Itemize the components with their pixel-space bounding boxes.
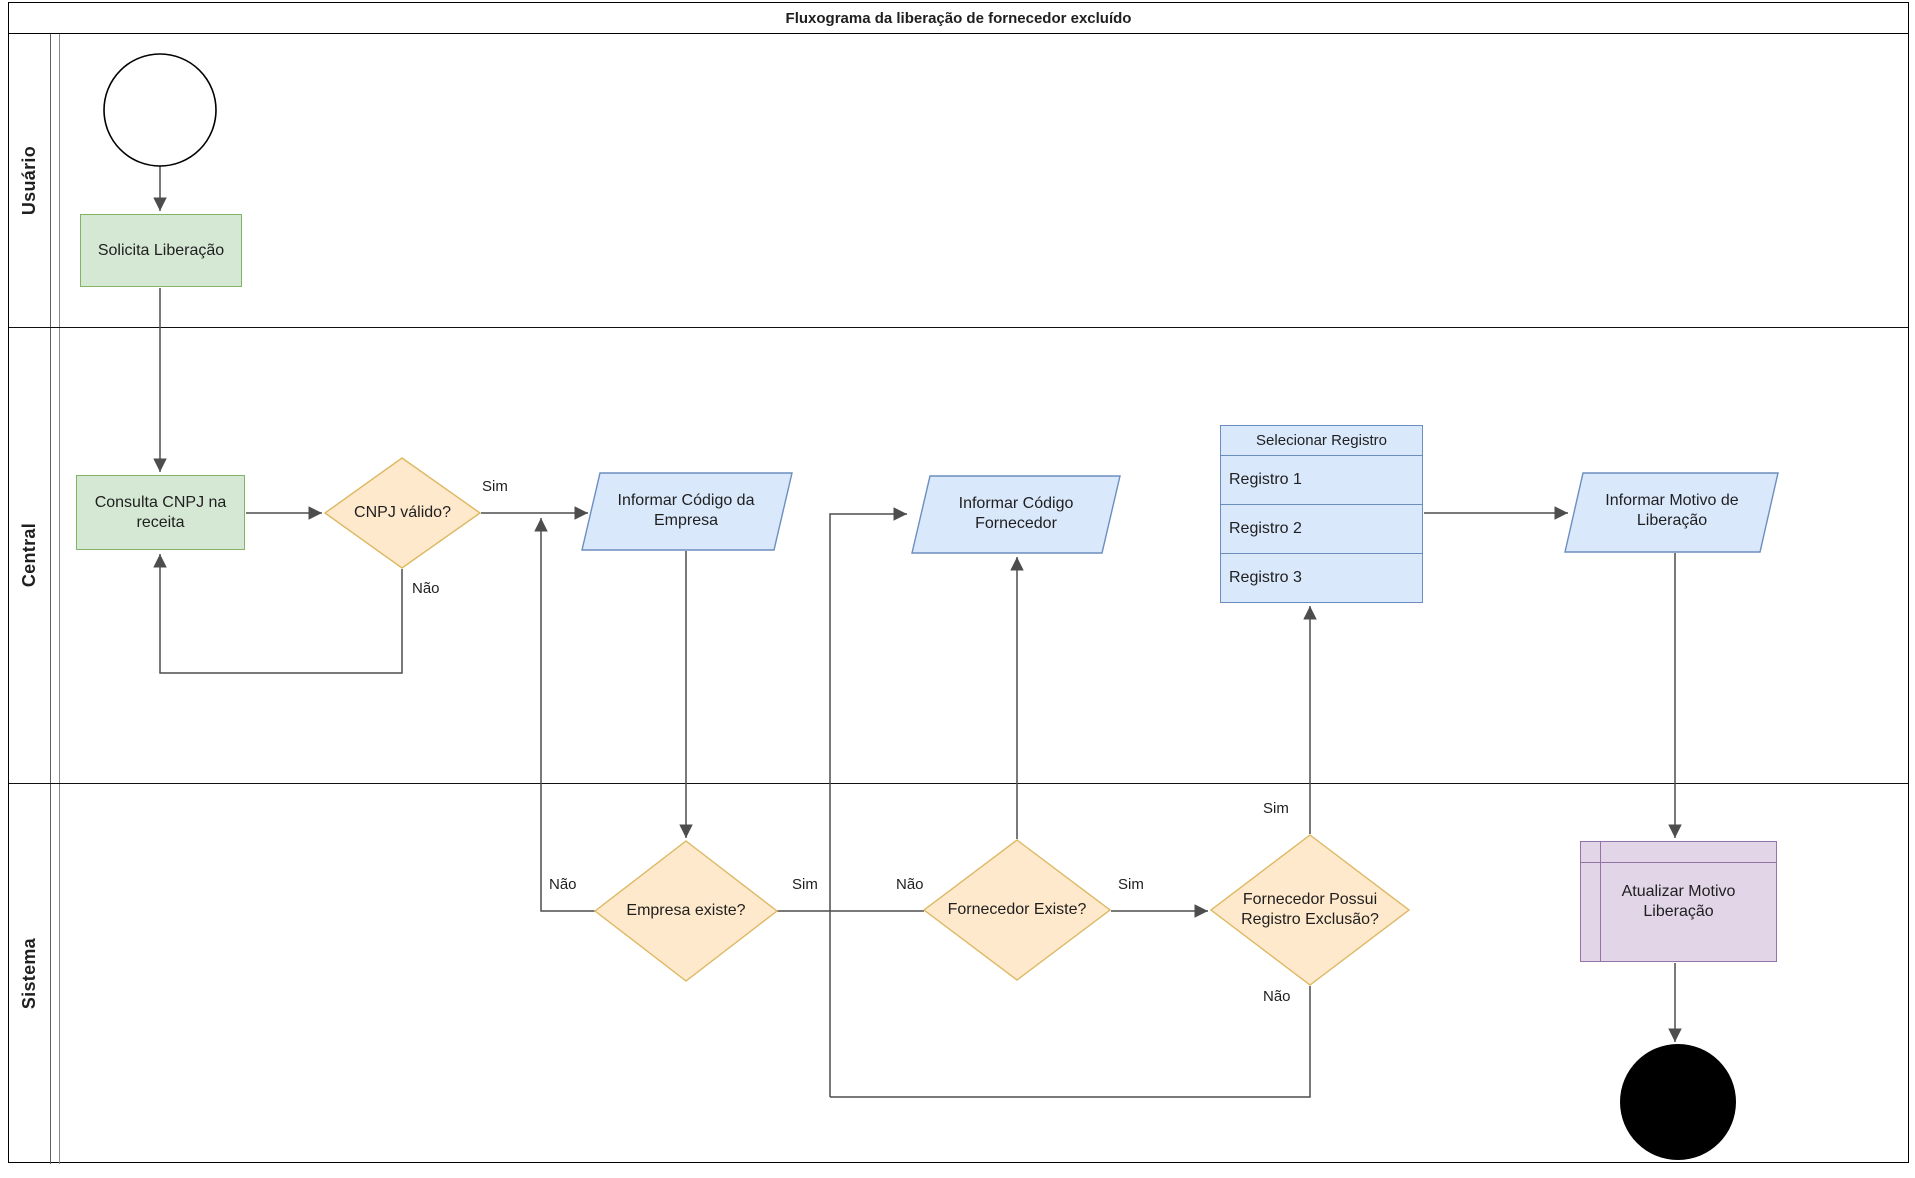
lane-spacer <box>51 328 60 783</box>
list-item-registro-2: Registro 2 <box>1221 505 1422 554</box>
decision-cnpj-valido <box>323 457 482 569</box>
edge-label-cnpj-sim: Sim <box>482 478 508 495</box>
list-selecionar-registro: Selecionar Registro Registro 1 Registro … <box>1220 425 1423 603</box>
decision-empresa-existe <box>593 840 779 982</box>
pool-title: Fluxograma da liberação de fornecedor ex… <box>9 3 1908 34</box>
subprocess-top-divider <box>1581 862 1776 863</box>
lane-central: Central <box>9 328 1908 784</box>
list-item-registro-3: Registro 3 <box>1229 569 1302 586</box>
edge-label-registro-nao: Não <box>1263 988 1291 1005</box>
decision-fornecedor-existe <box>922 839 1112 981</box>
io-informar-codigo-empresa <box>581 472 793 551</box>
task-consulta-cnpj: Consulta CNPJ na receita <box>76 475 245 550</box>
start-event-circle <box>103 53 217 167</box>
list-item-registro-1: Registro 1 <box>1221 456 1422 505</box>
lane-label-central: Central <box>9 328 51 783</box>
edge-registro-nao-loop <box>830 986 1311 1098</box>
edge-label-cnpj-nao: Não <box>412 580 440 597</box>
task-solicita-liberacao: Solicita Liberação <box>80 214 242 287</box>
lane-usuario: Usuário <box>9 34 1908 328</box>
subprocess-atualizar-motivo: Atualizar Motivo Liberação <box>1580 841 1777 962</box>
lane-label-usuario: Usuário <box>9 34 51 327</box>
edge-label-registro-sim: Sim <box>1263 800 1289 817</box>
subprocess-left-divider <box>1600 842 1601 961</box>
edge-junction-to-informar-fornecedor <box>829 507 907 1097</box>
edge-label-empresa-nao: Não <box>549 876 577 893</box>
io-informar-codigo-fornecedor <box>911 475 1121 554</box>
decision-fornecedor-possui-registro <box>1209 834 1411 986</box>
edge-label-fornecedor-sim: Sim <box>1118 876 1144 893</box>
list-header: Selecionar Registro <box>1221 426 1422 456</box>
lane-spacer <box>51 34 60 327</box>
lane-sistema: Sistema <box>9 784 1908 1164</box>
edge-label-empresa-sim: Sim <box>792 876 818 893</box>
edge-empresa-nao-loop <box>534 518 596 912</box>
edge-label-fornecedor-nao: Não <box>896 876 924 893</box>
task-label: Consulta CNPJ na receita <box>94 493 227 531</box>
edge-cnpj-nao-loop <box>153 554 403 674</box>
io-informar-motivo-liberacao <box>1564 472 1779 553</box>
end-event-circle <box>1620 1044 1736 1160</box>
subprocess-label: Atualizar Motivo Liberação <box>1621 882 1736 920</box>
lane-spacer <box>51 784 60 1164</box>
swimlane-pool: Fluxograma da liberação de fornecedor ex… <box>8 2 1909 1164</box>
task-label: Solicita Liberação <box>97 241 225 259</box>
lane-label-sistema: Sistema <box>9 784 51 1164</box>
